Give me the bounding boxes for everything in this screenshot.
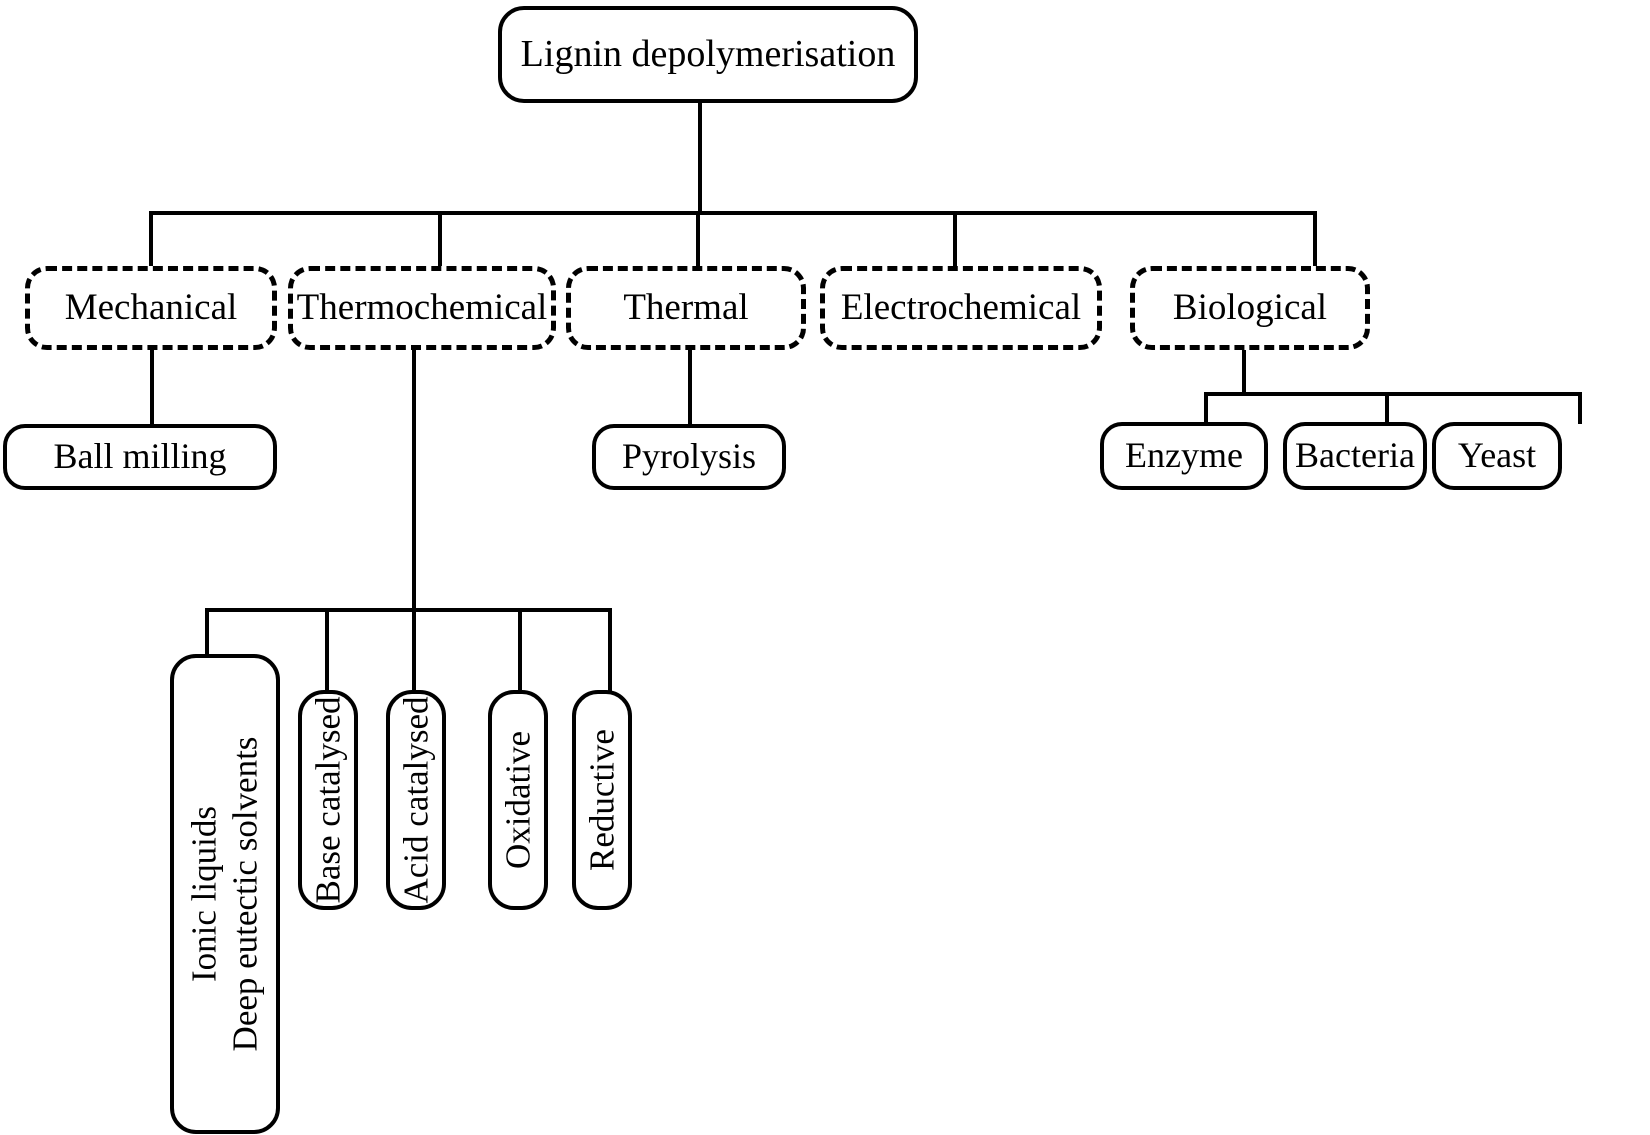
connector-drop-ionic-liquids <box>205 608 209 680</box>
node-reductive: Reductive <box>572 690 632 910</box>
node-thermochemical: Thermochemical <box>288 266 556 350</box>
node-bacteria: Bacteria <box>1283 422 1427 490</box>
node-label-line1: Ionic liquids <box>184 806 224 982</box>
connector-drop-electrochemical <box>953 211 957 271</box>
connector-drop-enzyme <box>1204 392 1208 424</box>
node-enzyme: Enzyme <box>1100 422 1268 490</box>
connector-drop-base-catalysed <box>325 608 329 692</box>
node-yeast: Yeast <box>1432 422 1562 490</box>
connector-drop-reductive <box>608 608 612 692</box>
node-label: Bacteria <box>1295 435 1415 476</box>
node-label: Thermal <box>623 286 749 328</box>
connector-drop-thermochemical <box>438 211 442 271</box>
connector-thermochemical-bus <box>205 608 612 612</box>
node-label-block: Base catalysed <box>308 693 347 908</box>
node-label-line1: Base catalysed <box>308 696 348 904</box>
connector-mechanical-to-ballmilling <box>150 350 154 426</box>
connector-thermochemical-stem <box>412 350 416 612</box>
node-label: Electrochemical <box>840 286 1082 328</box>
node-lignin-depolymerisation: Lignin depolymerisation <box>498 6 918 103</box>
connector-biological-bus <box>1204 392 1582 396</box>
connector-drop-thermal <box>696 211 700 271</box>
node-base-catalysed: Base catalysed <box>298 690 358 910</box>
node-label-line1: Acid catalysed <box>396 696 436 904</box>
connector-drop-oxidative <box>518 608 522 692</box>
node-label: Thermochemical <box>296 286 548 328</box>
node-acid-catalysed: Acid catalysed <box>386 690 446 910</box>
connector-drop-bacteria <box>1385 392 1389 424</box>
node-biological: Biological <box>1130 266 1370 350</box>
connector-level2-bus <box>150 211 1317 215</box>
node-label-line1: Reductive <box>582 729 622 871</box>
node-label-block: Reductive <box>582 693 621 908</box>
connector-biological-stem <box>1242 350 1246 394</box>
node-label: Biological <box>1172 286 1328 328</box>
connector-drop-yeast <box>1578 392 1582 424</box>
node-electrochemical: Electrochemical <box>820 266 1102 350</box>
node-label: Pyrolysis <box>621 436 757 477</box>
node-label-line1: Oxidative <box>498 730 538 870</box>
node-label: Ball milling <box>53 436 227 477</box>
node-label: Mechanical <box>64 286 238 328</box>
node-label-block: Ionic liquids Deep eutectic solvents <box>184 659 267 1129</box>
connector-drop-biological <box>1313 211 1317 271</box>
node-label-block: Oxidative <box>498 693 537 908</box>
node-ionic-liquids-deep-eutectic-solvents: Ionic liquids Deep eutectic solvents <box>170 654 280 1134</box>
node-oxidative: Oxidative <box>488 690 548 910</box>
node-label: Lignin depolymerisation <box>520 32 896 75</box>
node-ball-milling: Ball milling <box>3 424 277 490</box>
node-pyrolysis: Pyrolysis <box>592 424 786 490</box>
connector-thermal-to-pyrolysis <box>688 350 692 426</box>
connector-drop-mechanical <box>149 211 153 271</box>
connector-drop-acid-catalysed <box>412 608 416 692</box>
connector-root-stem <box>698 103 702 215</box>
node-mechanical: Mechanical <box>25 266 277 350</box>
node-label-line2: Deep eutectic solvents <box>226 736 265 1052</box>
node-label: Enzyme <box>1125 435 1243 476</box>
node-label-block: Acid catalysed <box>396 693 435 908</box>
node-thermal: Thermal <box>566 266 806 350</box>
node-label: Yeast <box>1457 435 1537 476</box>
